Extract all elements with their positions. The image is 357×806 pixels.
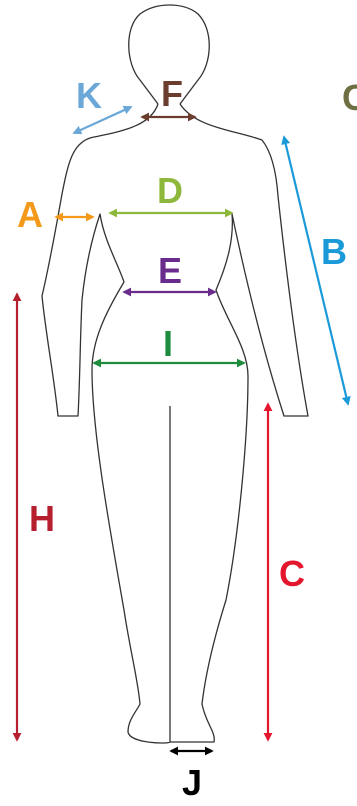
label-d: D <box>157 170 183 211</box>
measurement-labels: K F D A B E I H C J C <box>17 73 357 803</box>
body-silhouette <box>41 4 309 744</box>
label-c: C <box>279 553 305 594</box>
measurement-arrows <box>12 105 351 756</box>
head-outline <box>128 4 210 105</box>
partial-letter-cut-off: C <box>342 77 357 118</box>
label-e: E <box>158 250 182 291</box>
label-j: J <box>182 762 202 803</box>
label-h: H <box>29 498 55 539</box>
measure-b-arrow <box>281 135 351 406</box>
measure-k-arrow <box>72 105 133 135</box>
label-a: A <box>17 194 43 235</box>
label-b: B <box>321 231 347 272</box>
label-i: I <box>163 323 173 364</box>
label-f: F <box>161 73 183 114</box>
label-k: K <box>76 75 102 116</box>
torso-outline <box>41 103 309 744</box>
